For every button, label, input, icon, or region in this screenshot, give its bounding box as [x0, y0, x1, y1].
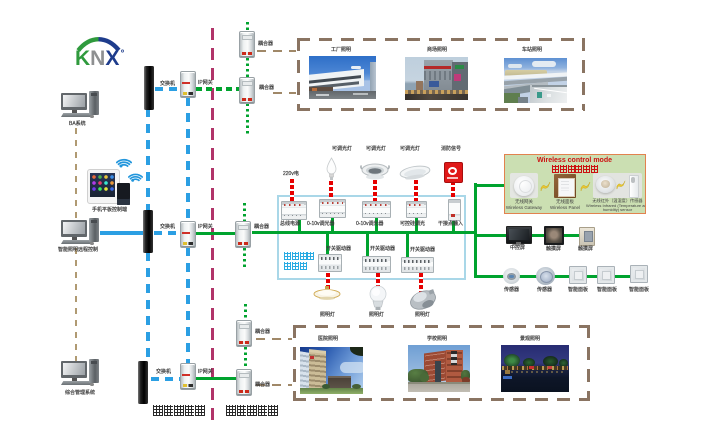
svg-text:KNX: KNX: [75, 47, 119, 67]
